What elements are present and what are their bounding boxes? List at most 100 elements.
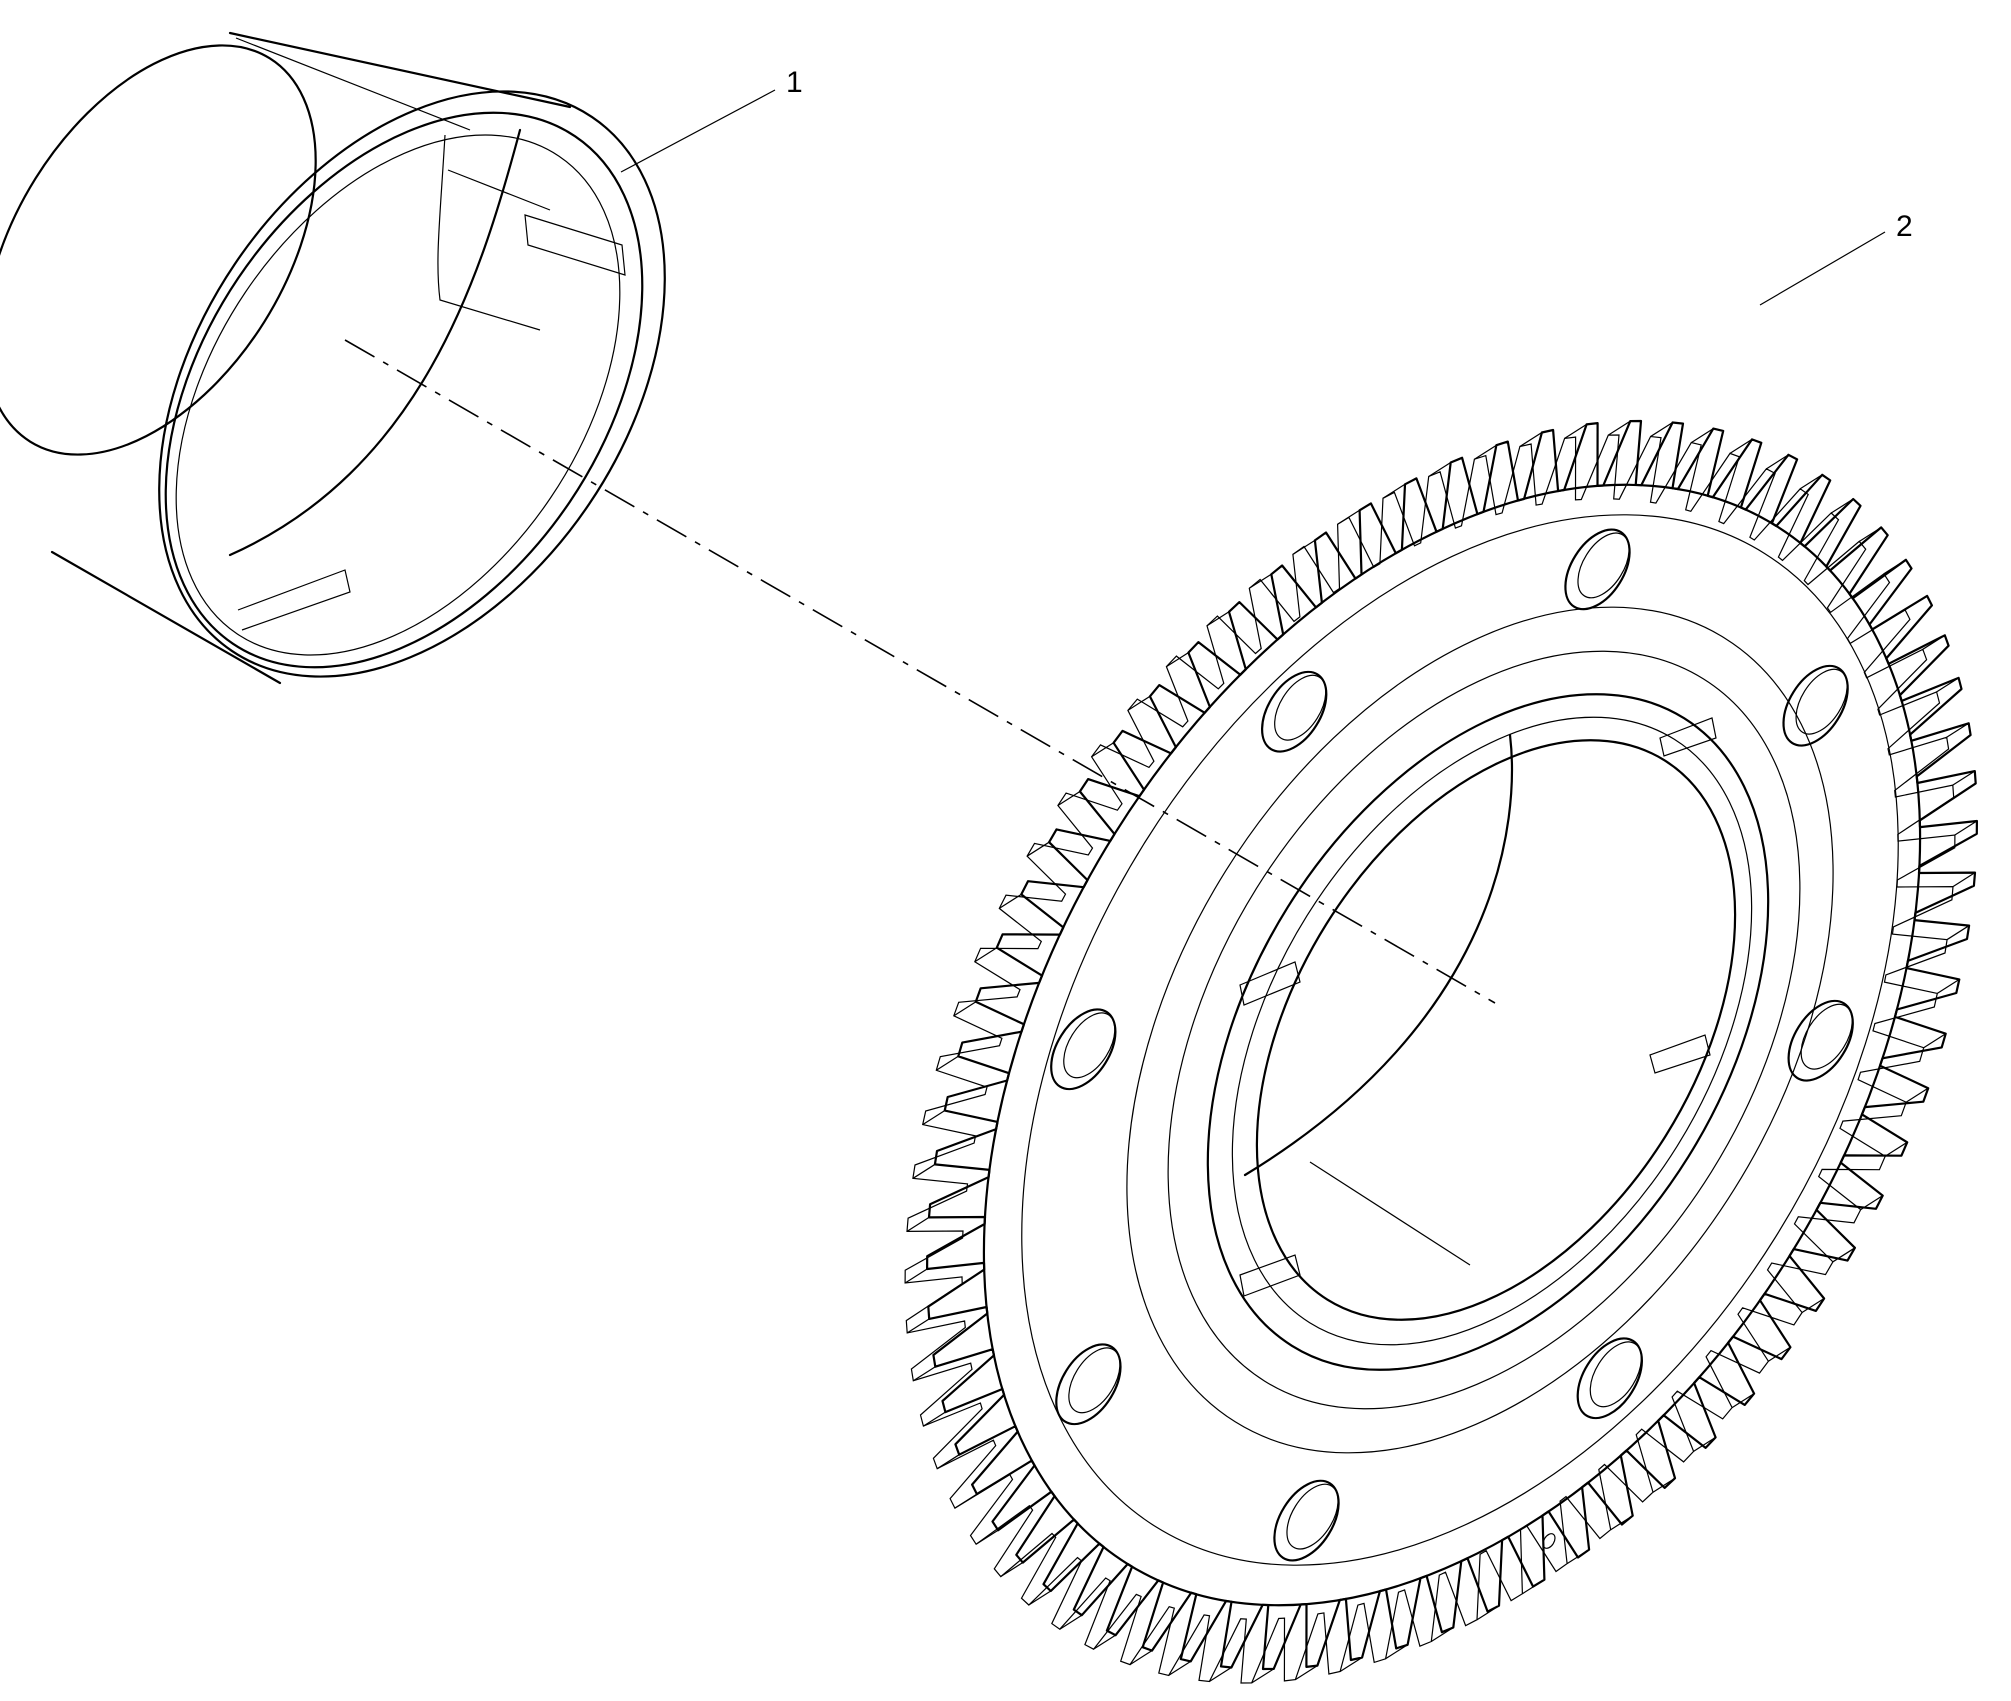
gear-tooth-flank — [1801, 1297, 1825, 1313]
gear-bore-notches — [1239, 717, 1717, 1297]
part-2-spur-gear[interactable] — [790, 315, 2011, 1701]
gear-tooth-flank — [1251, 1668, 1275, 1684]
gear-tooth-flank — [1860, 1195, 1884, 1211]
callout-2-label: 2 — [1896, 210, 1913, 243]
gear-tooth-flank — [1522, 1579, 1545, 1595]
gear-bolt-hole-inner — [1063, 1012, 1116, 1079]
gear-tooth-profile — [926, 419, 1978, 1671]
gear-bolt-hole-inner — [1577, 532, 1630, 599]
gear-hub-ring-2 — [1167, 650, 1801, 1410]
gear-tooth-flank — [1768, 1346, 1791, 1362]
gear-tooth-flank — [1904, 595, 1928, 611]
gear-tooth-flank — [1474, 444, 1497, 460]
gear-tooth-flank — [1954, 820, 1978, 836]
gear-tooth-flank — [913, 1366, 936, 1382]
gear-tooth-flank — [906, 1216, 930, 1232]
gear-bolt-hole — [1564, 528, 1631, 611]
gear-tooth-flank — [1858, 526, 1882, 542]
gear-tooth-flank — [1519, 431, 1543, 448]
gear-tooth-flank — [1905, 1087, 1929, 1103]
gear-tooth-flank — [1731, 1393, 1755, 1409]
gear-bolt-hole-inner — [1589, 1341, 1642, 1408]
sleeve-seam — [235, 37, 471, 131]
sleeve-back-rim — [0, 44, 317, 456]
part-1-bearing-sleeve[interactable] — [0, 0, 769, 771]
gear-tooth-flank — [1946, 722, 1969, 738]
gear-bolt-hole-inner — [1795, 668, 1848, 735]
sleeve-bottom-edge — [50, 550, 282, 685]
gear-tooth-flank — [1766, 454, 1789, 470]
callout-1[interactable]: 1 — [620, 66, 803, 173]
gear-tooth-flank — [1295, 1665, 1318, 1681]
gear-tooth-flank — [1564, 423, 1587, 439]
sleeve-seam-2 — [447, 169, 551, 211]
gear-tooth-flank — [1206, 611, 1230, 627]
gear-tooth-flank — [1476, 1605, 1500, 1621]
gear-tooth-flank — [1952, 770, 1976, 786]
gear-tooth-flank — [1923, 1033, 1946, 1049]
gear-tooth-flank — [1028, 1590, 1052, 1606]
gear-tooth-flank — [1650, 421, 1673, 437]
gear-tooth-flank — [1127, 695, 1151, 711]
gear-tooth-flank — [953, 1001, 977, 1017]
gear-tooth-flank — [1832, 1247, 1856, 1263]
gear-bolt-hole-inner — [1068, 1347, 1121, 1414]
gear-teeth-back — [904, 434, 1956, 1684]
gear-bolt-hole-inner — [1286, 1483, 1339, 1550]
gear-bolt-hole — [1787, 999, 1854, 1082]
gear-tooth-flank — [1339, 1656, 1363, 1673]
gear-index-mark — [1542, 1533, 1556, 1549]
gear-tooth-flank — [1607, 420, 1631, 436]
gear-tooth-flank — [912, 1163, 936, 1179]
gear-tooth-flank — [1026, 841, 1050, 857]
gear-bolt-holes — [1050, 528, 1854, 1562]
sleeve-lower-lip — [237, 569, 351, 631]
gear-tooth-flank — [1693, 1436, 1716, 1452]
gear-teeth — [904, 419, 1978, 1684]
callout-1-label: 1 — [786, 66, 803, 99]
gear-face-rim — [982, 483, 1922, 1607]
gear-tooth-flank — [1168, 1660, 1192, 1676]
gear-bolt-hole — [1050, 1008, 1117, 1091]
gear-tooth-flank — [906, 1318, 930, 1334]
gear-tooth-flank — [1922, 634, 1946, 650]
gear-bore-outer — [1206, 693, 1770, 1371]
gear-tooth-flank — [1610, 1515, 1634, 1531]
gear-face-ring-1 — [1021, 514, 1899, 1566]
gear-tooth-flank — [1952, 872, 1976, 888]
gear-tooth-flank — [923, 1411, 946, 1427]
sleeve-inner-step — [437, 134, 541, 331]
gear-tooth-flank — [1428, 462, 1452, 478]
gear-bore-inner — [1255, 739, 1737, 1321]
gear-tooth-flank — [1430, 1626, 1454, 1642]
callout-2[interactable]: 2 — [1759, 210, 1913, 306]
gear-bolt-hole-inner — [1800, 1003, 1853, 1070]
gear-tooth-flank — [936, 1055, 959, 1071]
gear-tooth-flank — [1946, 925, 1970, 941]
gear-bolt-hole — [1055, 1343, 1122, 1426]
gear-tooth-flank — [1093, 1634, 1116, 1650]
callout-2-leader — [1759, 231, 1886, 306]
gear-bolt-hole — [1261, 670, 1328, 753]
gear-bolt-hole — [1273, 1479, 1340, 1562]
gear-tooth-flank — [1830, 498, 1854, 514]
sleeve-inner-bore — [228, 128, 522, 557]
gear-bore-chamfer — [1231, 716, 1753, 1346]
gear-tooth-flank — [1166, 652, 1189, 668]
gear-tooth-flank — [904, 1268, 928, 1284]
gear-tooth-flank — [1059, 1614, 1083, 1630]
gear-tooth-flank — [1936, 978, 1960, 994]
sleeve-slot — [524, 214, 626, 276]
gear-tooth-flank — [974, 947, 998, 963]
sleeve-front-rim-outer — [158, 90, 666, 678]
gear-bolt-hole-inner — [1274, 674, 1327, 741]
sleeve-top-edge — [228, 31, 572, 109]
gear-tooth-flank — [1057, 791, 1081, 807]
gear-tooth-flank — [1129, 1650, 1153, 1666]
gear-hub-ring-outer — [1126, 606, 1834, 1454]
gear-tooth-flank — [1690, 428, 1714, 444]
sleeve-front-rim-inner — [164, 111, 644, 669]
gear-tooth-flank — [1884, 1141, 1908, 1157]
gear-tooth-flank — [1936, 677, 1959, 693]
